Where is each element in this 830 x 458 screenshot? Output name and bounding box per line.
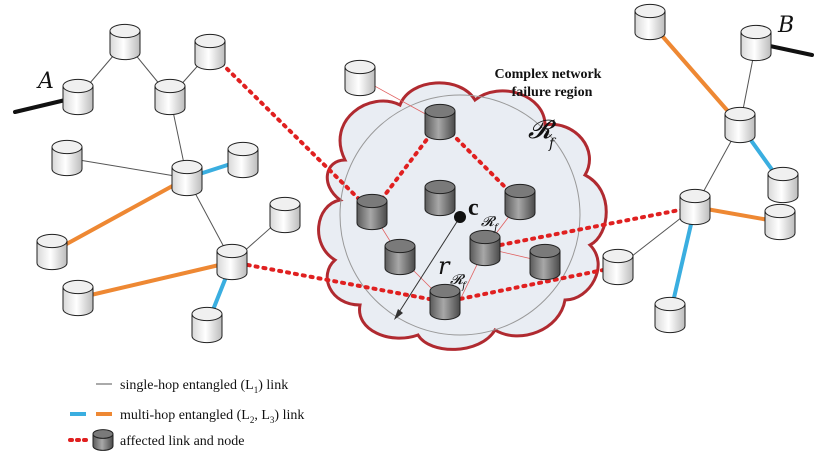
radius-symbol: r 𝓡 f bbox=[438, 252, 468, 292]
affected-node bbox=[529, 243, 561, 281]
center-symbol-sub: 𝓡 bbox=[481, 214, 497, 230]
network-node bbox=[227, 141, 259, 179]
node-a-label: A bbox=[36, 69, 54, 94]
center-symbol: c 𝓡 f bbox=[468, 195, 500, 234]
legend-single-hop-label: single-hop entangled (L1) link bbox=[120, 378, 288, 395]
network-node bbox=[62, 279, 94, 317]
network-node bbox=[109, 23, 141, 61]
center-symbol-subsub: f bbox=[493, 223, 500, 234]
single-hop-link bbox=[66, 157, 188, 179]
network-node bbox=[602, 248, 634, 286]
radius-line bbox=[395, 216, 461, 318]
radius-arrowhead bbox=[394, 309, 403, 320]
affected-link bbox=[208, 50, 374, 214]
legend-affected-node-icon bbox=[92, 429, 114, 451]
network-node bbox=[740, 24, 772, 62]
network-node bbox=[154, 78, 186, 116]
network-node bbox=[634, 3, 666, 41]
network-node bbox=[767, 166, 799, 204]
network-node bbox=[724, 106, 756, 144]
network-node bbox=[191, 306, 223, 344]
legend-affected-node bbox=[92, 429, 114, 451]
multi-hop-link-l3 bbox=[648, 20, 742, 127]
radius-symbol-sub: 𝓡 bbox=[450, 272, 466, 288]
region-title-line1: Complex network bbox=[495, 67, 602, 82]
region-title-line2: failure region bbox=[512, 85, 593, 100]
network-node bbox=[764, 203, 796, 241]
affected-node bbox=[469, 229, 501, 267]
affected-node bbox=[384, 238, 416, 276]
network-node bbox=[194, 33, 226, 71]
multi-hop-link-l2 bbox=[668, 205, 697, 317]
node-b-label: B bbox=[777, 13, 794, 38]
region-symbol-sub: f bbox=[548, 136, 557, 152]
region-symbol: 𝓡 f bbox=[528, 115, 557, 152]
region-symbol-main: 𝓡 bbox=[528, 115, 557, 145]
network-node bbox=[269, 196, 301, 234]
multi-hop-link-l3 bbox=[50, 176, 189, 254]
network-node bbox=[51, 139, 83, 177]
affected-node bbox=[424, 179, 456, 217]
network-node bbox=[36, 233, 68, 271]
radius-symbol-subsub: f bbox=[461, 281, 468, 292]
center-symbol-main: c bbox=[468, 195, 479, 221]
legend-multi-hop-label: multi-hop entangled (L2, L3) link bbox=[120, 408, 304, 425]
affected-link bbox=[443, 265, 620, 304]
network-node bbox=[654, 296, 686, 334]
legend: single-hop entangled (L1) link multi-hop… bbox=[68, 378, 304, 451]
network-node bbox=[344, 59, 376, 97]
legend-affected-label: affected link and node bbox=[120, 434, 245, 449]
affected-link bbox=[483, 205, 697, 250]
nodes bbox=[36, 3, 799, 344]
network-node bbox=[171, 159, 203, 197]
radius-symbol-main: r bbox=[438, 252, 451, 280]
affected-node bbox=[504, 183, 536, 221]
affected-node bbox=[429, 283, 461, 321]
network-node bbox=[679, 188, 711, 226]
region-center-dot bbox=[454, 211, 466, 223]
radius-arrow bbox=[394, 216, 461, 320]
network-node bbox=[62, 78, 94, 116]
network-node bbox=[216, 243, 248, 281]
affected-node bbox=[424, 103, 456, 141]
affected-node bbox=[356, 193, 388, 231]
multi-hop-link-l3 bbox=[76, 260, 234, 300]
failure-region-circle bbox=[339, 94, 581, 336]
